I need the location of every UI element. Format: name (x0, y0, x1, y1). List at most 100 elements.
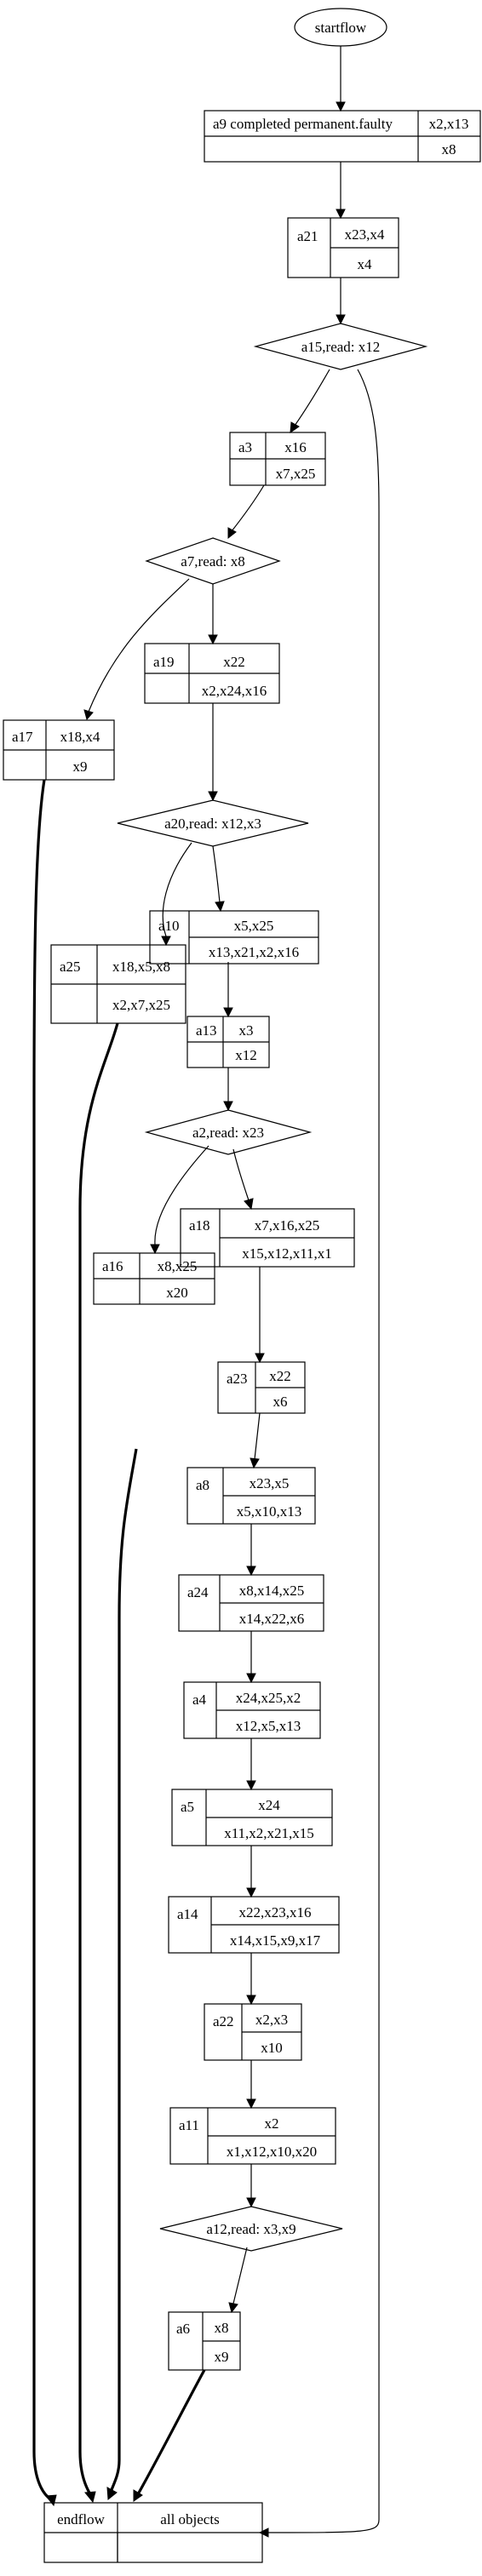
edge-a13-a2 (223, 1068, 233, 1112)
record-a4: a4 x24,x25,x2 x12,x5,x13 (183, 1681, 321, 1739)
record-a24-top: x8,x14,x25 (239, 1583, 305, 1599)
record-a11-name: a11 (179, 2117, 199, 2133)
edge-a22-a11 (246, 2060, 256, 2109)
edge-a15-a3 (290, 369, 330, 434)
record-a4-bottom: x12,x5,x13 (236, 1718, 301, 1734)
record-a21-top: x23,x4 (345, 226, 385, 243)
record-a13-name: a13 (196, 1022, 217, 1039)
record-a25-bottom: x2,x7,x25 (112, 997, 170, 1013)
record-a18-name: a18 (189, 1217, 210, 1234)
record-a8-bottom: x5,x10,x13 (237, 1503, 302, 1520)
edge-a21-a15 (336, 278, 346, 325)
record-a10-name: a10 (158, 918, 180, 934)
decision-a15: a15,read: x12 (253, 323, 428, 370)
edge-a2-a18 (232, 1148, 254, 1211)
flow-edges (32, 46, 380, 2538)
record-a24: a24 x8,x14,x25 x14,x22,x6 (178, 1574, 324, 1632)
decision-a7: a7,read: x8 (145, 537, 281, 585)
record-a3-name: a3 (238, 439, 252, 455)
record-a19-bottom: x2,x24,x16 (202, 683, 267, 699)
record-a16-name: a16 (102, 1258, 123, 1274)
record-a19-name: a19 (153, 654, 175, 670)
edge-a9-a21 (336, 162, 346, 220)
edge-a6-end (133, 2369, 206, 2502)
record-a17-bottom: x9 (73, 758, 88, 775)
record-a17-top: x18,x4 (60, 729, 100, 745)
record-a14-bottom: x14,x15,x9,x17 (230, 1932, 321, 1949)
record-a21-name: a21 (297, 228, 318, 244)
edge-a24-a4 (246, 1631, 256, 1684)
record-a22-top: x2,x3 (255, 2012, 288, 2028)
record-a16-top: x8,x25 (158, 1258, 198, 1274)
record-a21: a21 x23,x4 x4 (287, 217, 399, 278)
end-node: endflow all objects (43, 2502, 263, 2563)
record-a19: a19 x22 x2,x24,x16 (144, 643, 280, 704)
record-a22-name: a22 (213, 2013, 234, 2029)
edge-a16-end (106, 1448, 138, 2500)
decision-a20: a20,read: x12,x3 (117, 799, 309, 847)
edge-a17-end (32, 779, 57, 2507)
record-a9-top: x2,x13 (429, 116, 469, 132)
edge-start-a9 (336, 46, 346, 112)
decision-a2: a2,read: x23 (144, 1109, 313, 1155)
decision-a2-label: a2,read: x23 (192, 1125, 264, 1141)
record-a3-top: x16 (284, 439, 307, 455)
edge-a5-a14 (246, 1846, 256, 1898)
edge-a3-a7 (227, 484, 265, 540)
record-a23-name: a23 (227, 1371, 248, 1387)
record-a6: a6 x8 x9 (168, 2311, 241, 2371)
record-a24-bottom: x14,x22,x6 (239, 1611, 305, 1627)
record-a6-bottom: x9 (215, 2349, 229, 2365)
record-a14-name: a14 (177, 1906, 198, 1922)
decision-a12: a12,read: x3,x9 (159, 2206, 343, 2252)
edge-a23-a8 (250, 1412, 261, 1469)
decision-a12-label: a12,read: x3,x9 (206, 2221, 296, 2237)
record-a4-top: x24,x25,x2 (236, 1690, 301, 1706)
record-a25-top: x18,x5,x8 (112, 959, 170, 975)
record-a22: a22 x2,x3 x10 (204, 2003, 302, 2061)
record-a14-top: x22,x23,x16 (239, 1904, 312, 1921)
record-a14: a14 x22,x23,x16 x14,x15,x9,x17 (168, 1896, 340, 1954)
record-a10: a10 x5,x25 x13,x21,x2,x16 (149, 910, 319, 965)
decision-a7-label: a7,read: x8 (181, 553, 245, 570)
record-a11-top: x2 (265, 2115, 279, 2132)
record-a24-name: a24 (187, 1584, 209, 1600)
end-node-objects: all objects (160, 2511, 219, 2527)
edge-a7-a19 (208, 584, 218, 645)
edge-a18-a23 (255, 1267, 265, 1364)
edge-a20-a10 (212, 845, 225, 913)
decision-a15-label: a15,read: x12 (301, 339, 381, 355)
record-a6-top: x8 (215, 2320, 229, 2336)
record-a18-bottom: x15,x12,x11,x1 (242, 1245, 332, 1262)
start-node: startflow (294, 8, 387, 47)
record-a19-top: x22 (223, 654, 245, 670)
record-a9: a9 completed permanent.faulty x2,x13 x8 (204, 110, 481, 163)
edge-a25-end (78, 1022, 119, 2504)
record-a13: a13 x3 x12 (186, 1016, 270, 1068)
record-a13-bottom: x12 (235, 1047, 257, 1063)
record-a4-name: a4 (192, 1692, 207, 1708)
record-a10-top: x5,x25 (234, 918, 274, 934)
record-a16: a16 x8,x25 x20 (93, 1252, 215, 1305)
record-a13-top: x3 (239, 1022, 254, 1039)
edge-a8-a24 (246, 1524, 256, 1577)
edge-a19-a20 (208, 703, 218, 802)
record-a23-bottom: x6 (273, 1394, 288, 1410)
record-a5-name: a5 (181, 1799, 194, 1815)
end-node-label: endflow (57, 2511, 105, 2527)
record-a22-bottom: x10 (261, 2040, 283, 2056)
record-a25-name: a25 (60, 959, 81, 975)
record-a3-bottom: x7,x25 (276, 466, 316, 482)
record-a8-top: x23,x5 (250, 1475, 290, 1491)
edge-a12-a6 (228, 2247, 248, 2314)
record-a5: a5 x24 x11,x2,x21,x15 (171, 1789, 333, 1846)
record-a6-name: a6 (176, 2321, 190, 2337)
edge-a7-a17 (83, 578, 190, 721)
record-a16-bottom: x20 (166, 1285, 188, 1301)
record-a11: a11 x2 x1,x12,x10,x20 (169, 2107, 336, 2165)
edge-a2-a16 (150, 1145, 209, 1255)
record-a21-bottom: x4 (358, 256, 373, 272)
record-a25: a25 x18,x5,x8 x2,x7,x25 (50, 944, 186, 1024)
record-a9-name: a9 completed permanent.faulty (213, 116, 393, 132)
